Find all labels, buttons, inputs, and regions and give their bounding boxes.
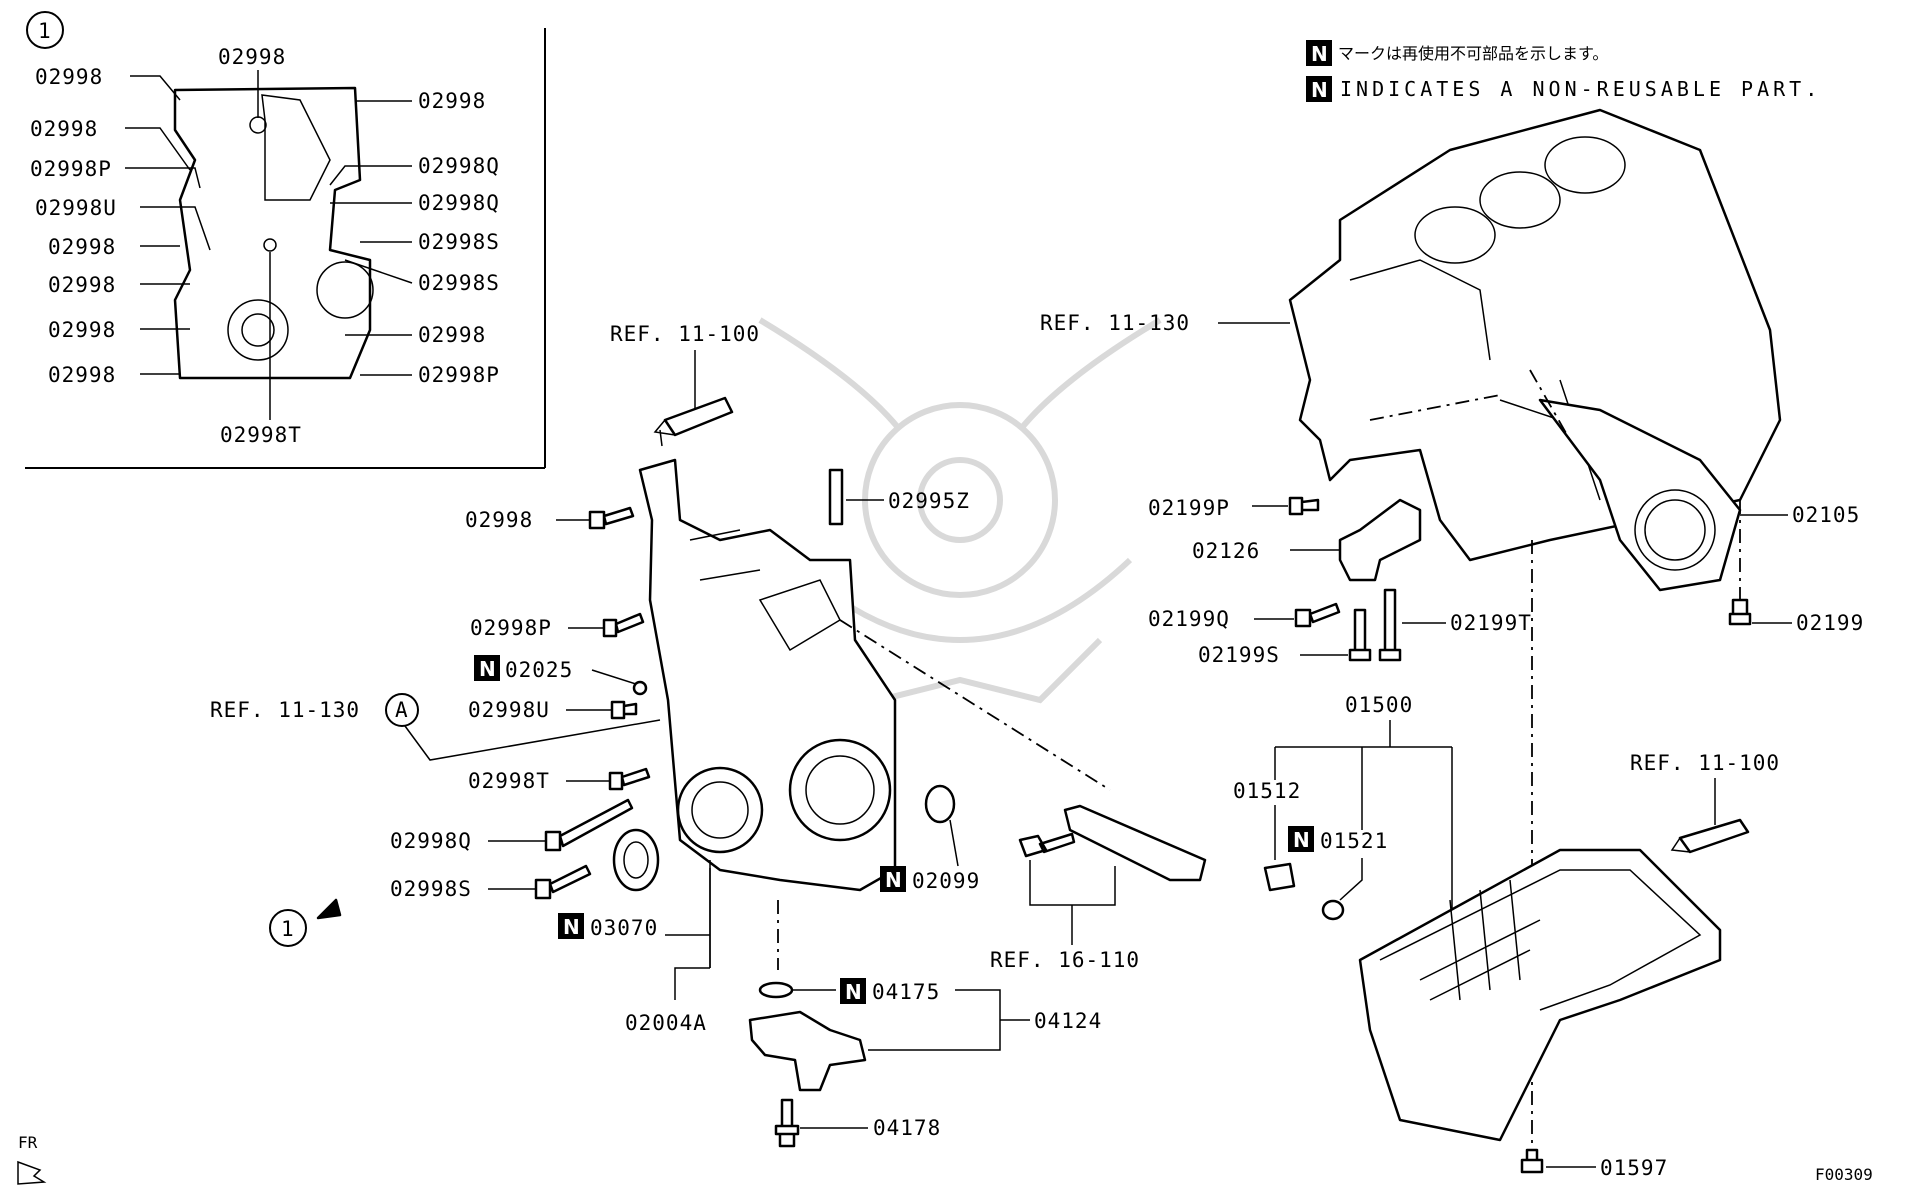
watermark xyxy=(758,317,1162,704)
inset-view: 1 02998 02998 02998P 02998U 02998 02998 … xyxy=(25,11,546,469)
notice-badge-jp: N xyxy=(1311,42,1328,66)
inset-label-top: 02998 xyxy=(218,45,286,69)
inset-label-l7: 02998 xyxy=(48,318,116,342)
label-block-bracket: 02126 xyxy=(1192,539,1260,563)
inset-label-r5: 02998S xyxy=(418,271,500,295)
label-pin: 02995Z xyxy=(888,489,970,513)
label-drain-gasket: 01521 xyxy=(1320,829,1388,853)
notice-jp: マークは再使用不可部品を示します。 xyxy=(1338,44,1608,63)
non-reusable-notice: N マークは再使用不可部品を示します。 N INDICATES A NON-RE… xyxy=(1306,40,1821,102)
label-bolt-p: 02998P xyxy=(470,616,552,640)
inset-label-r7: 02998P xyxy=(418,363,500,387)
label-sensor-bolt: 04178 xyxy=(873,1116,941,1140)
footer: FR F00309 xyxy=(17,1133,1873,1185)
label-n-02025: 02025 xyxy=(505,658,573,682)
notice-badge-en: N xyxy=(1311,78,1328,102)
badge-n-04175: N xyxy=(845,980,862,1004)
inset-label-r3: 02998Q xyxy=(418,191,500,215)
diagram-code: F00309 xyxy=(1815,1165,1873,1184)
front-indicator-label: FR xyxy=(18,1133,38,1152)
label-sensor-seal: 04175 xyxy=(872,980,940,1004)
inset-label-l3: 02998P xyxy=(30,157,112,181)
label-drain-plug: 01512 xyxy=(1233,779,1301,803)
oil-pan-group: 01500 01512 N 01521 REF. 11-100 01597 xyxy=(1233,693,1780,1180)
label-bolt-02199: 02199 xyxy=(1796,611,1864,635)
label-bolt-1: 02998 xyxy=(465,508,533,532)
label-bolt-02199s: 02199S xyxy=(1198,643,1280,667)
label-bolt-02199p: 02199P xyxy=(1148,496,1230,520)
badge-n-03070: N xyxy=(563,915,580,939)
inset-label-l5: 02998 xyxy=(48,235,116,259)
inset-marker: 1 xyxy=(38,19,52,43)
cylinder-block-group: REF. 11-130 02126 02199P 02199Q 02199S 0… xyxy=(1040,108,1864,1150)
inset-label-l1: 02998 xyxy=(35,65,103,89)
front-cover-group: REF. 11-100 02995Z 02998 02998P N 02025 … xyxy=(210,322,1207,1148)
label-bolt-02199t: 02199T xyxy=(1450,611,1532,635)
label-pan-bolt: 01597 xyxy=(1600,1156,1668,1180)
inset-label-r2: 02998Q xyxy=(418,154,500,178)
inset-label-bottom: 02998T xyxy=(220,423,302,447)
badge-n-01521: N xyxy=(1293,828,1310,852)
label-o-ring: 02099 xyxy=(912,869,980,893)
label-front-assy: 02004A xyxy=(625,1011,707,1035)
label-sensor: 04124 xyxy=(1034,1009,1102,1033)
inset-label-l2: 02998 xyxy=(30,117,98,141)
inset-label-l8: 02998 xyxy=(48,363,116,387)
inset-label-l6: 02998 xyxy=(48,273,116,297)
front-ref-top: REF. 11-100 xyxy=(610,322,760,346)
label-oil-pan-ref: REF. 11-100 xyxy=(1630,751,1780,775)
view-marker: 1 xyxy=(281,917,295,941)
inset-label-l4: 02998U xyxy=(35,196,117,220)
badge-n-02099: N xyxy=(885,868,902,892)
label-bolt-s: 02998S xyxy=(390,877,472,901)
notice-en: INDICATES A NON-REUSABLE PART. xyxy=(1340,77,1821,101)
label-bolt-u: 02998U xyxy=(468,698,550,722)
label-bracket-ref: REF. 16-110 xyxy=(990,948,1140,972)
inset-label-r4: 02998S xyxy=(418,230,500,254)
label-block-ref: REF. 11-130 xyxy=(1040,311,1190,335)
label-oil-seal: 03070 xyxy=(590,916,658,940)
inset-label-r1: 02998 xyxy=(418,89,486,113)
label-bolt-t: 02998T xyxy=(468,769,550,793)
label-bolt-q: 02998Q xyxy=(390,829,472,853)
label-bolt-02199q: 02199Q xyxy=(1148,607,1230,631)
label-oil-pan-assy: 01500 xyxy=(1345,693,1413,717)
inset-label-r6: 02998 xyxy=(418,323,486,347)
label-ref-block: REF. 11-130 xyxy=(210,698,360,722)
label-rear-plate: 02105 xyxy=(1792,503,1860,527)
badge-n-02025: N xyxy=(479,657,496,681)
label-ref-circle: A xyxy=(395,698,409,722)
